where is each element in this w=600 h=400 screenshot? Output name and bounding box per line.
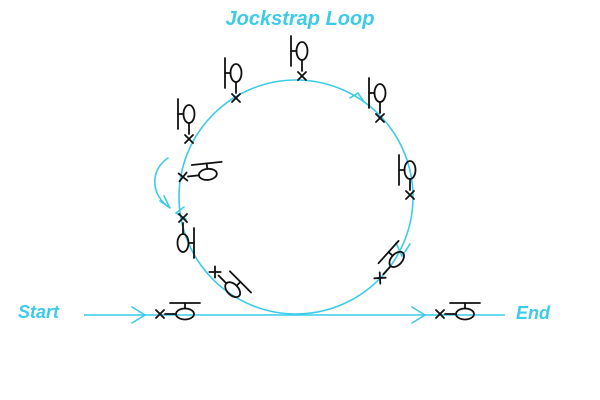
figure-head — [231, 64, 242, 82]
figure-head — [375, 84, 386, 102]
figure-stem — [207, 163, 208, 168]
curved-arrow-head — [160, 196, 170, 208]
rider-figure-icon — [399, 155, 416, 199]
rider-figure-icon — [369, 241, 411, 285]
rider-figure-icon — [178, 162, 223, 183]
rider-figure-icon — [369, 78, 386, 122]
curved-arrow-icon — [155, 158, 170, 208]
rider-figure-icon — [225, 58, 242, 102]
figure-head — [176, 309, 194, 320]
path-arrows — [132, 93, 425, 323]
rider-figure-icon — [178, 99, 195, 143]
figure-head — [456, 309, 474, 320]
riders — [156, 36, 480, 320]
figure-body — [188, 175, 199, 176]
figure-stem — [389, 252, 393, 256]
figure-head — [178, 234, 189, 252]
rider-figure-icon — [436, 303, 480, 320]
rider-figure-icon — [208, 261, 251, 304]
figure-head — [198, 168, 217, 181]
figure-stem — [237, 282, 241, 286]
figure-head — [184, 105, 195, 123]
curved-arrow-shaft — [155, 158, 170, 208]
track — [84, 80, 505, 315]
figure-body — [219, 276, 227, 284]
rider-figure-icon — [291, 36, 308, 80]
rider-figure-icon — [156, 303, 200, 320]
figure-body — [383, 266, 390, 274]
figure-head — [297, 42, 308, 60]
